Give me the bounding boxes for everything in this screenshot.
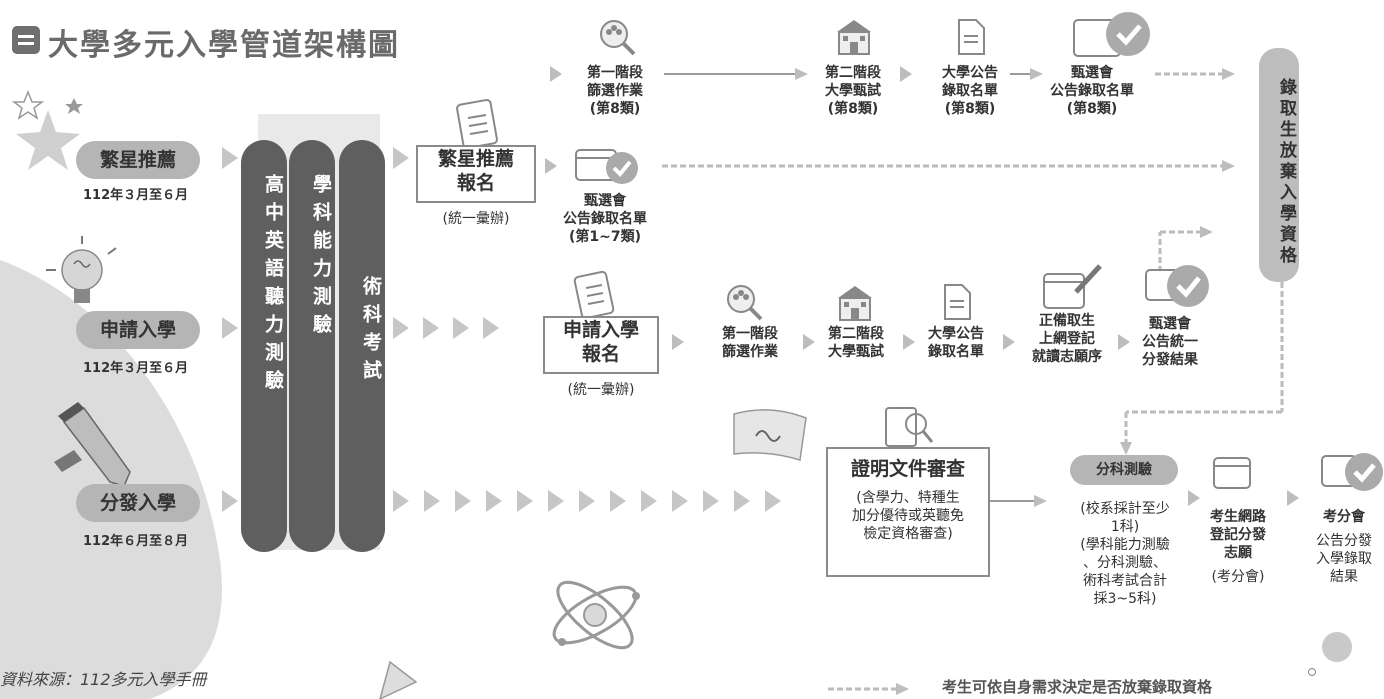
star-register-note: (統一彙辦) — [442, 211, 510, 227]
stars-icon — [11, 90, 83, 170]
section-number-icon — [12, 26, 40, 54]
online-register-note: (考分會) — [1211, 569, 1265, 585]
browser-check-icon — [1321, 453, 1383, 491]
browser-check-icon — [1145, 265, 1209, 307]
arrow-icon — [423, 317, 439, 339]
arrow-icon — [483, 317, 499, 339]
arrow-icon — [424, 490, 440, 512]
arrow-icon — [517, 490, 533, 512]
file-icon — [958, 19, 985, 55]
arrow-icon — [393, 490, 409, 512]
search-people-icon — [727, 285, 763, 321]
arrow-icon — [222, 147, 238, 169]
arrow-icon — [453, 317, 469, 339]
school-icon — [838, 286, 872, 321]
arrow-icon — [765, 490, 781, 512]
apply-committee: 甄選會 公告統一 分發結果 — [1142, 316, 1198, 368]
online-register: 考生網路 登記分發 志願 — [1210, 509, 1266, 561]
browser-pen-icon — [1043, 264, 1102, 309]
arrow-icon — [803, 334, 815, 350]
arrow-icon — [550, 66, 562, 82]
subject-exam-note: (校系採計至少 1科) (學科能力測驗 、分科測驗、 術科考試合計 採3~5科) — [1080, 501, 1170, 607]
school-icon — [837, 20, 871, 55]
open-book-icon — [733, 409, 807, 461]
exam-gsat: 學科能力測驗 — [289, 140, 335, 552]
review-note: (含學力、特種生 加分優待或英聽免 檢定資格審查) — [852, 490, 964, 542]
file-icon — [944, 284, 971, 320]
channel-star-date: 112年３月至６月 — [83, 188, 189, 203]
apply-stage1: 第一階段 篩選作業 — [722, 326, 778, 360]
arrow-icon — [1287, 490, 1299, 506]
arrow-icon — [222, 317, 238, 339]
arrow-icon — [900, 66, 912, 82]
review-box: 證明文件審查 (含學力、特種生 加分優待或英聽免 檢定資格審查) — [826, 447, 990, 577]
source-note: 資料來源：112多元入學手冊 — [0, 670, 207, 689]
arrow-icon — [548, 490, 564, 512]
page-title: 大學多元入學管道架構圖 — [48, 28, 400, 63]
giveup-pill: 錄取生放棄入學資格 — [1259, 48, 1299, 282]
pencil-icon — [54, 402, 131, 487]
channel-distribution-date: 112年６月至８月 — [83, 534, 189, 549]
apply-waitlist: 正備取生 上網登記 就讀志願序 — [1032, 313, 1102, 365]
arrow-icon — [1188, 490, 1200, 506]
arrow-icon — [545, 158, 557, 174]
channel-apply-pill: 申請入學 — [76, 311, 200, 349]
star-announce: 大學公告 錄取名單 (第8類) — [942, 65, 998, 117]
browser-icon — [1213, 457, 1251, 489]
subject-exam-pill: 分科測驗 — [1070, 455, 1178, 485]
legend-period-mark — [1308, 668, 1316, 676]
arrow-icon — [1118, 334, 1130, 350]
arrow-icon — [610, 490, 626, 512]
apply-stage2: 第二階段 大學甄試 — [828, 326, 884, 360]
exam-english-listening: 高中英語聽力測驗 — [241, 140, 287, 552]
review-title: 證明文件審查 — [850, 458, 965, 480]
arrow-icon — [579, 490, 595, 512]
lightbulb-icon — [46, 236, 117, 303]
star-stage1: 第一階段 篩選作業 (第8類) — [587, 65, 643, 117]
arrow-icon — [393, 317, 409, 339]
flag-icon — [379, 660, 418, 699]
apply-announce: 大學公告 錄取名單 — [928, 326, 984, 360]
search-people-icon — [600, 20, 636, 56]
apply-register-box: 申請入學 報名 — [543, 316, 659, 374]
exam-art: 術科考試 — [339, 140, 385, 552]
arrow-icon — [1003, 334, 1015, 350]
decoration-dot — [1322, 632, 1352, 662]
arrow-icon — [703, 490, 719, 512]
document-search-icon — [885, 407, 934, 447]
arrow-icon — [903, 334, 915, 350]
arrow-icon — [486, 490, 502, 512]
arrow-icon — [672, 490, 688, 512]
arrow-icon — [672, 334, 684, 350]
arrow-icon — [641, 490, 657, 512]
document-icon — [573, 270, 615, 320]
channel-apply-date: 112年３月至６月 — [83, 361, 189, 376]
arrow-icon — [393, 147, 409, 169]
channel-star-pill: 繁星推薦 — [76, 141, 200, 179]
star-register-box: 繁星推薦 報名 — [416, 145, 536, 203]
legend-text: 考生可依自身需求決定是否放棄錄取資格 — [942, 678, 1213, 696]
result-text: 公告分發 入學錄取 結果 — [1316, 533, 1372, 585]
star-stage2: 第二階段 大學甄試 (第8類) — [825, 65, 881, 117]
star-committee-1-7: 甄選會 公告錄取名單 (第1~7類) — [563, 193, 647, 245]
browser-check-icon — [575, 149, 638, 184]
arrow-icon — [455, 490, 471, 512]
browser-check-icon — [1073, 12, 1150, 57]
star-committee: 甄選會 公告錄取名單 (第8類) — [1050, 65, 1134, 117]
result-title: 考分會 — [1323, 509, 1365, 525]
arrow-icon — [222, 490, 238, 512]
arrow-icon — [734, 490, 750, 512]
apply-register-note: (統一彙辦) — [567, 382, 635, 398]
channel-distribution-pill: 分發入學 — [76, 484, 200, 522]
atom-icon — [552, 580, 640, 650]
